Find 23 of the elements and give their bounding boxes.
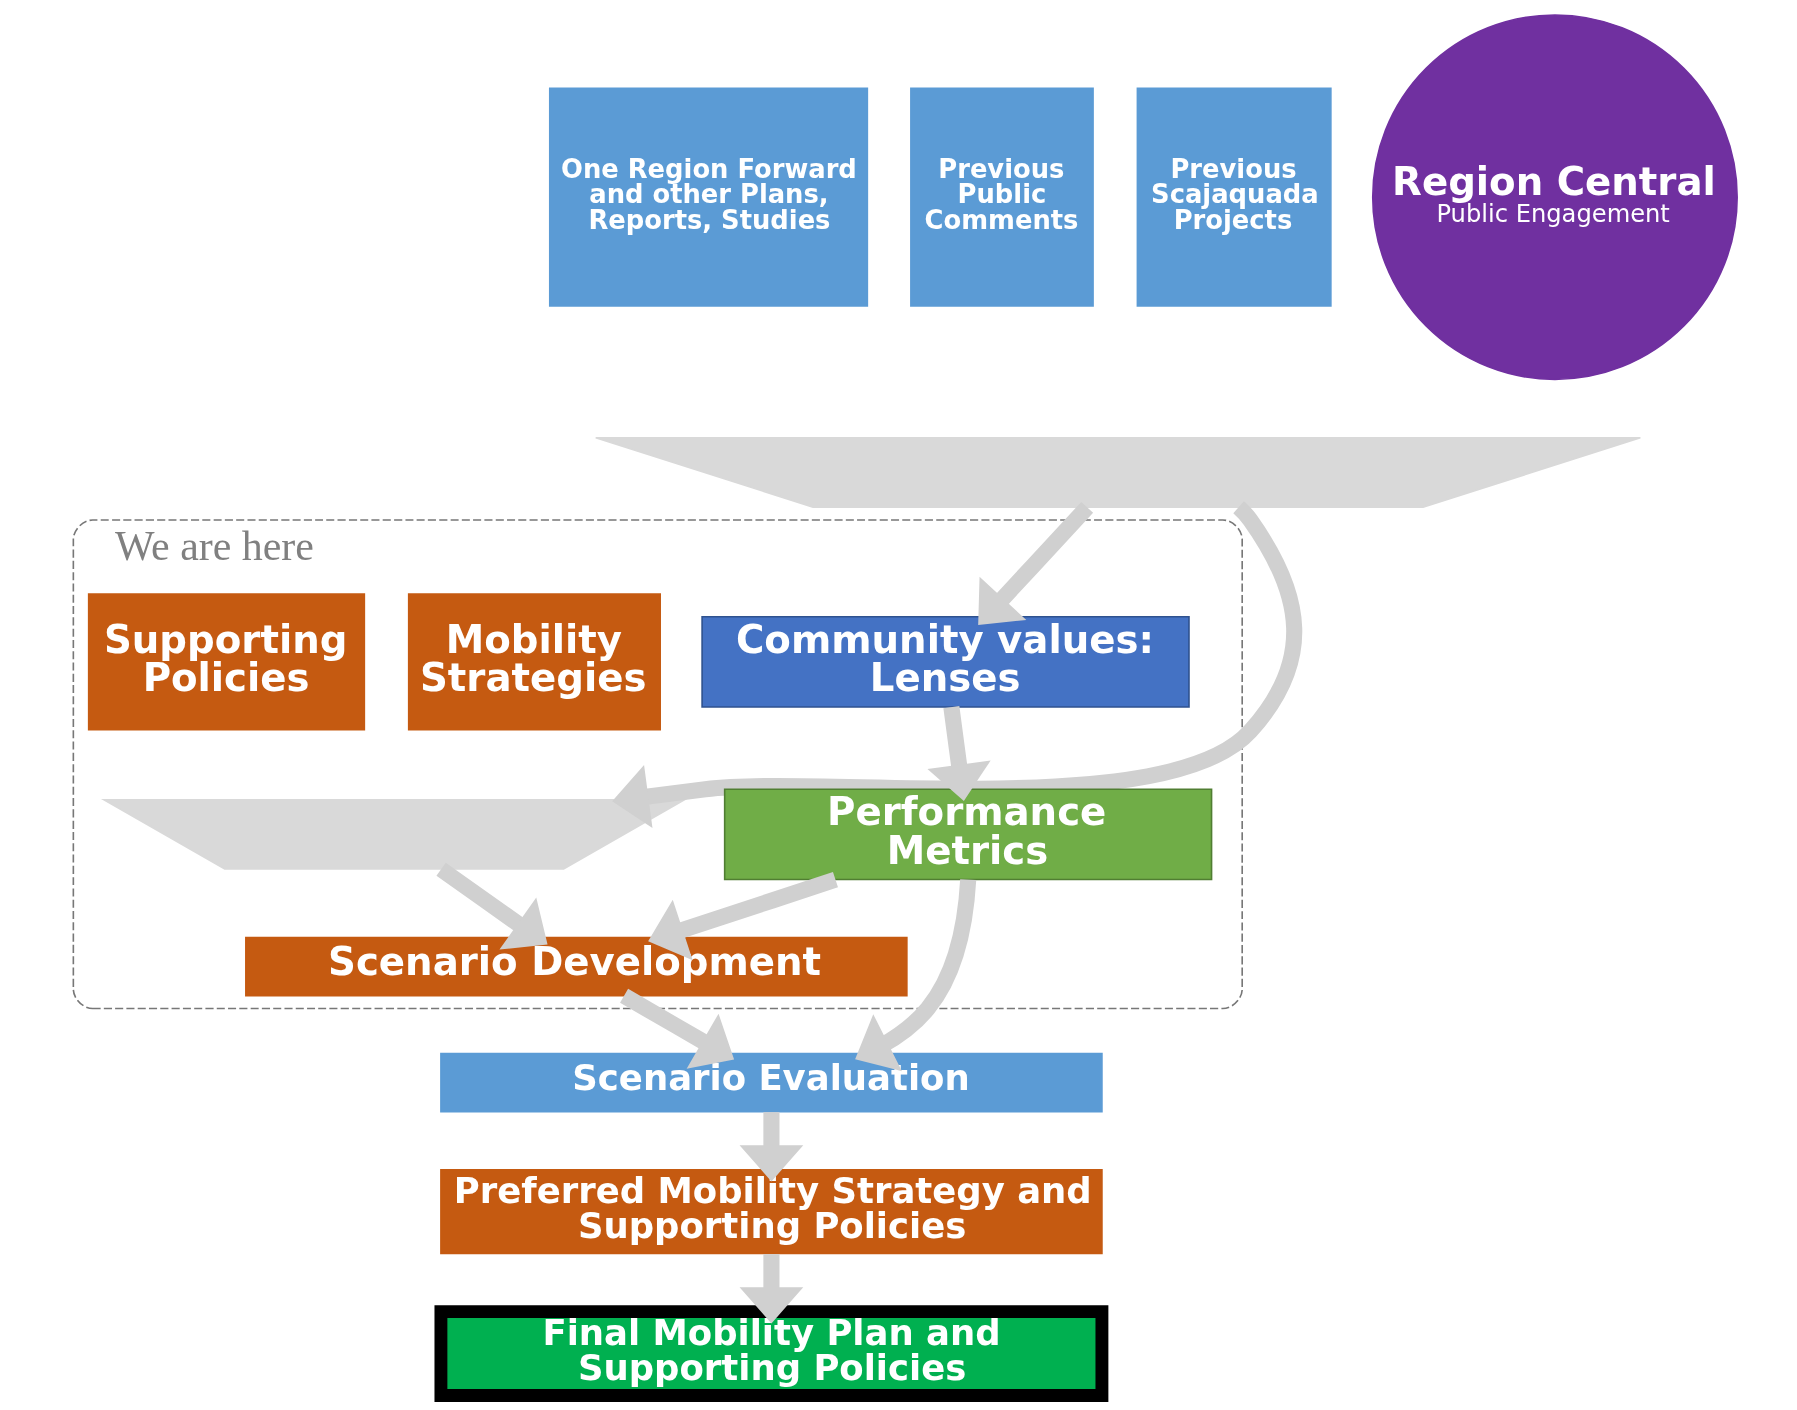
- node-box: Scenario Development: [244, 936, 908, 997]
- arrow: [926, 706, 991, 801]
- arrow: [854, 879, 976, 1072]
- node-box: Supporting Policies: [85, 591, 367, 732]
- node-box: Performance Metrics: [723, 788, 1212, 881]
- arrow: [647, 872, 838, 961]
- node-funnel: [594, 437, 1641, 508]
- arrow: [619, 988, 734, 1069]
- node-box: One Region Forward and other Plans, Reports, Studies: [546, 85, 870, 309]
- node-box: Mobility Strategies: [405, 591, 663, 732]
- arrow: [435, 862, 548, 950]
- arrow: [739, 1254, 803, 1324]
- arrow: [977, 501, 1093, 626]
- node-box: Final Mobility Plan and Supporting Policies: [434, 1305, 1108, 1402]
- node-circle: Region Central Public Engagement: [1371, 14, 1738, 381]
- node-funnel: [100, 798, 687, 870]
- arrow: [611, 501, 1302, 829]
- node-box: Community values: Lenses: [700, 615, 1190, 708]
- node-box: Previous Public Comments: [907, 85, 1095, 309]
- node-box: Previous Scajaquada Projects: [1134, 85, 1333, 309]
- node-box: Preferred Mobility Strategy and Supporting Policies: [439, 1168, 1103, 1255]
- arrow: [739, 1112, 803, 1182]
- node-box: Scenario Evaluation: [439, 1052, 1103, 1113]
